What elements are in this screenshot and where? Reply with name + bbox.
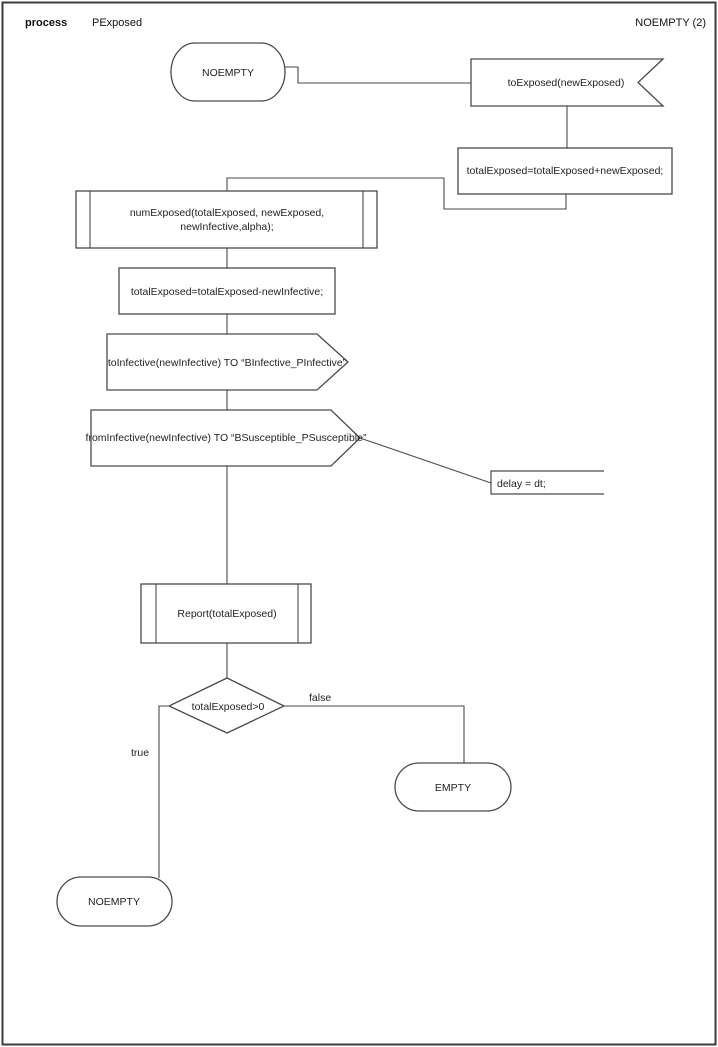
task-symbol-add-exposed: totalExposed=totalExposed+newExposed; [457, 147, 673, 195]
branch-label-true: true [131, 747, 149, 759]
connector-state-to-input [285, 66, 471, 84]
connector-true-branch [158, 705, 169, 878]
comment-label: delay = dt; [497, 478, 546, 490]
page-kind-label: process [25, 17, 67, 29]
state-label: NOEMPTY [88, 896, 140, 908]
branch-label-false: false [309, 692, 331, 704]
connector-comment-link [359, 437, 492, 484]
output-symbol-toinfective: toInfective(newInfective) TO “BInfective… [106, 333, 349, 391]
comment-symbol-delay: delay = dt; [490, 470, 604, 495]
state-symbol-noempty-top: NOEMPTY [170, 42, 286, 102]
process-name-label: PExposed [92, 17, 142, 29]
decision-symbol-totalexposed: totalExposed>0 [167, 677, 286, 734]
decision-label: totalExposed>0 [192, 701, 265, 713]
procedure-symbol-numexposed: numExposed(totalExposed, newExposed, new… [75, 190, 378, 249]
connector-false-branch [284, 705, 465, 763]
task-label: totalExposed=totalExposed-newInfective; [131, 286, 323, 298]
procedure-label-line1: numExposed(totalExposed, newExposed, [130, 207, 324, 219]
state-symbol-noempty-bottom: NOEMPTY [56, 876, 173, 927]
procedure-label: Report(totalExposed) [177, 608, 276, 620]
task-label: totalExposed=totalExposed+newExposed; [467, 165, 664, 177]
connector-task-to-procedure [226, 177, 567, 210]
page-reference-label: NOEMPTY (2) [635, 17, 706, 29]
task-symbol-subtract-infective: totalExposed=totalExposed-newInfective; [118, 267, 336, 315]
output-label: fromInfective(newInfective) TO “BSuscept… [86, 432, 367, 444]
procedure-label-line2: newInfective,alpha); [180, 221, 273, 233]
procedure-symbol-report: Report(totalExposed) [140, 583, 312, 644]
input-symbol-toexposed: toExposed(newExposed) [470, 58, 665, 107]
state-label: EMPTY [435, 782, 471, 794]
output-label: toInfective(newInfective) TO “BInfective… [108, 357, 347, 369]
state-symbol-empty: EMPTY [394, 762, 512, 812]
input-label: toExposed(newExposed) [508, 77, 625, 89]
state-label: NOEMPTY [202, 67, 254, 79]
output-symbol-frominfective: fromInfective(newInfective) TO “BSuscept… [86, 409, 367, 467]
